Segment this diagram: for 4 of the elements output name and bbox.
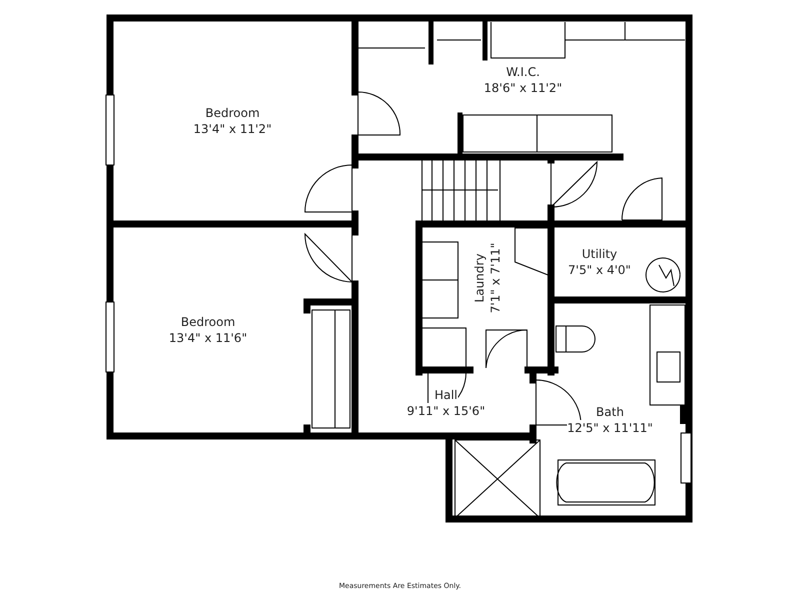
room-name: Bedroom	[205, 104, 260, 120]
room-name: Laundry	[471, 254, 487, 302]
room-name: Utility	[582, 246, 618, 262]
room-name: Hall	[434, 387, 458, 403]
